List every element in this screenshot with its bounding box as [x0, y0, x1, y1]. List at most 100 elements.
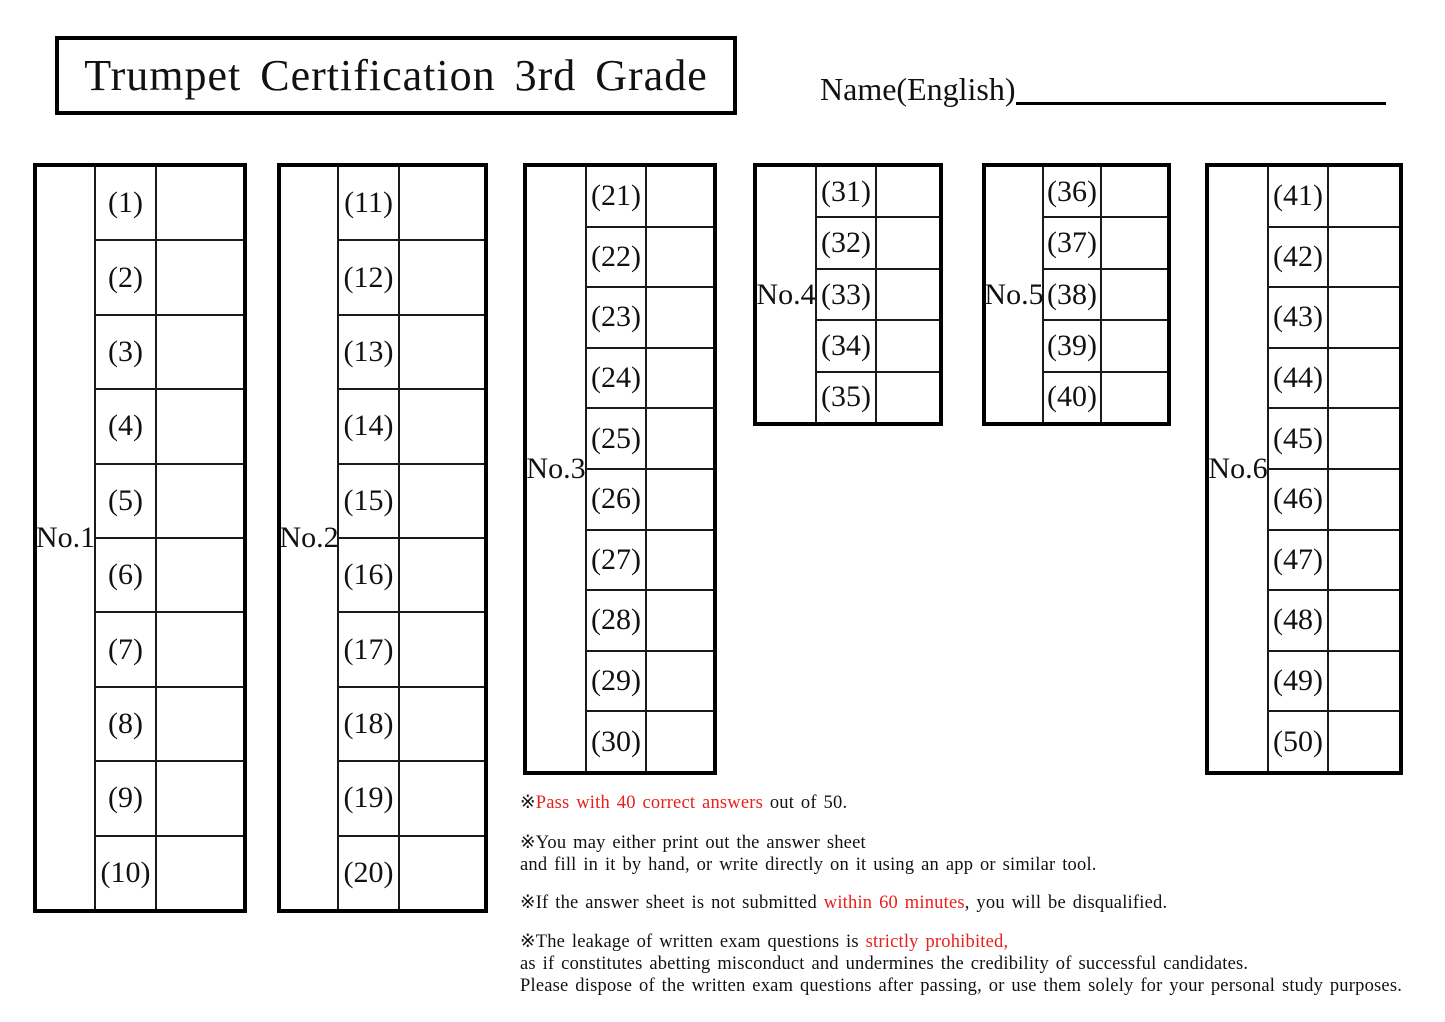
- table-rows: (36)(37)(38)(39)(40): [1042, 167, 1167, 423]
- answer-cell[interactable]: [400, 762, 484, 834]
- answer-cell[interactable]: [157, 390, 243, 462]
- question-number: (45): [1269, 409, 1329, 468]
- question-number: (7): [96, 613, 157, 686]
- question-number: (1): [96, 167, 157, 240]
- answer-cell[interactable]: [647, 228, 713, 287]
- answer-cell[interactable]: [647, 409, 713, 468]
- answer-cell[interactable]: [1329, 167, 1399, 226]
- table-label: No.4: [756, 277, 816, 311]
- answer-cell[interactable]: [400, 539, 484, 611]
- question-number: (18): [339, 687, 400, 761]
- answer-cell[interactable]: [400, 465, 484, 537]
- answer-row: (12): [339, 239, 484, 314]
- answer-cell[interactable]: [647, 167, 713, 226]
- answer-cell[interactable]: [400, 613, 484, 685]
- answer-cell[interactable]: [877, 321, 939, 370]
- question-number: (25): [587, 409, 647, 468]
- answer-cell[interactable]: [1102, 373, 1167, 422]
- answer-cell[interactable]: [647, 712, 713, 771]
- question-number: (50): [1269, 712, 1329, 771]
- answer-cell[interactable]: [877, 373, 939, 422]
- answer-row: (20): [339, 834, 484, 910]
- question-number: (16): [339, 539, 400, 612]
- answer-cell[interactable]: [1329, 531, 1399, 590]
- question-number: (12): [339, 241, 400, 314]
- answer-cell[interactable]: [1329, 409, 1399, 468]
- answer-row: (47): [1269, 528, 1399, 590]
- table-rows: (11)(12)(13)(14)(15)(16)(17)(18)(19)(20): [337, 167, 484, 910]
- answer-cell[interactable]: [647, 531, 713, 590]
- answer-cell[interactable]: [157, 613, 243, 685]
- note-text: ※You may either print out the answer she…: [520, 833, 1097, 875]
- question-number: (23): [587, 288, 647, 347]
- answer-cell[interactable]: [877, 270, 939, 319]
- answer-cell[interactable]: [877, 167, 939, 216]
- answer-row: (27): [587, 528, 713, 590]
- answer-cell[interactable]: [647, 470, 713, 529]
- answer-row: (7): [96, 611, 243, 686]
- answer-row: (6): [96, 537, 243, 612]
- answer-cell[interactable]: [647, 652, 713, 711]
- answer-row: (36): [1044, 167, 1167, 217]
- answer-cell[interactable]: [157, 837, 243, 909]
- answer-cell[interactable]: [157, 762, 243, 834]
- question-number: (44): [1269, 348, 1329, 408]
- answer-cell[interactable]: [1329, 712, 1399, 771]
- question-number: (34): [817, 321, 877, 371]
- answer-row: (43): [1269, 286, 1399, 347]
- answer-cell[interactable]: [157, 539, 243, 611]
- answer-cell[interactable]: [400, 316, 484, 388]
- answer-row: (37): [1044, 216, 1167, 268]
- question-number: (48): [1269, 591, 1329, 650]
- answer-cell[interactable]: [400, 837, 484, 909]
- note-text: out of 50.: [763, 793, 848, 813]
- answer-row: (19): [339, 760, 484, 835]
- answer-row: (32): [817, 216, 939, 268]
- answer-table-no2: No.2 (11)(12)(13)(14)(15)(16)(17)(18)(19…: [277, 163, 488, 913]
- answer-cell[interactable]: [1329, 652, 1399, 711]
- answer-cell[interactable]: [400, 167, 484, 239]
- answer-row: (15): [339, 462, 484, 538]
- table-rows: (1)(2)(3)(4)(5)(6)(7)(8)(9)(10): [94, 167, 243, 910]
- question-number: (36): [1044, 167, 1102, 217]
- question-number: (6): [96, 539, 157, 612]
- name-input-line[interactable]: [1015, 72, 1386, 105]
- table-rows: (31)(32)(33)(34)(35): [815, 167, 939, 423]
- answer-cell[interactable]: [400, 241, 484, 313]
- answer-cell[interactable]: [1329, 349, 1399, 408]
- answer-cell[interactable]: [1329, 591, 1399, 650]
- question-number: (8): [96, 687, 157, 761]
- answer-cell[interactable]: [1102, 167, 1167, 216]
- question-number: (31): [817, 167, 877, 217]
- answer-cell[interactable]: [157, 688, 243, 760]
- question-number: (19): [339, 762, 400, 835]
- answer-table-no5: No.5 (36)(37)(38)(39)(40): [982, 163, 1171, 426]
- answer-row: (28): [587, 589, 713, 650]
- answer-row: (10): [96, 834, 243, 910]
- question-number: (41): [1269, 167, 1329, 226]
- table-label: No.6: [1208, 452, 1268, 485]
- answer-cell[interactable]: [157, 167, 243, 239]
- answer-row: (26): [587, 467, 713, 529]
- question-number: (40): [1044, 372, 1102, 423]
- answer-cell[interactable]: [1329, 228, 1399, 287]
- answer-cell[interactable]: [157, 241, 243, 313]
- answer-cell[interactable]: [1102, 218, 1167, 267]
- question-number: (35): [817, 372, 877, 423]
- answer-cell[interactable]: [1329, 288, 1399, 347]
- answer-cell[interactable]: [1102, 270, 1167, 319]
- name-field-group: Name(English): [820, 68, 1386, 110]
- answer-cell[interactable]: [647, 288, 713, 347]
- answer-cell[interactable]: [157, 465, 243, 537]
- answer-cell[interactable]: [877, 218, 939, 267]
- answer-cell[interactable]: [400, 390, 484, 462]
- answer-cell[interactable]: [1102, 321, 1167, 370]
- table-label: No.2: [279, 521, 339, 554]
- question-number: (42): [1269, 227, 1329, 287]
- question-number: (29): [587, 651, 647, 711]
- answer-cell[interactable]: [647, 591, 713, 650]
- answer-cell[interactable]: [1329, 470, 1399, 529]
- answer-cell[interactable]: [647, 349, 713, 408]
- answer-cell[interactable]: [400, 688, 484, 760]
- answer-cell[interactable]: [157, 316, 243, 388]
